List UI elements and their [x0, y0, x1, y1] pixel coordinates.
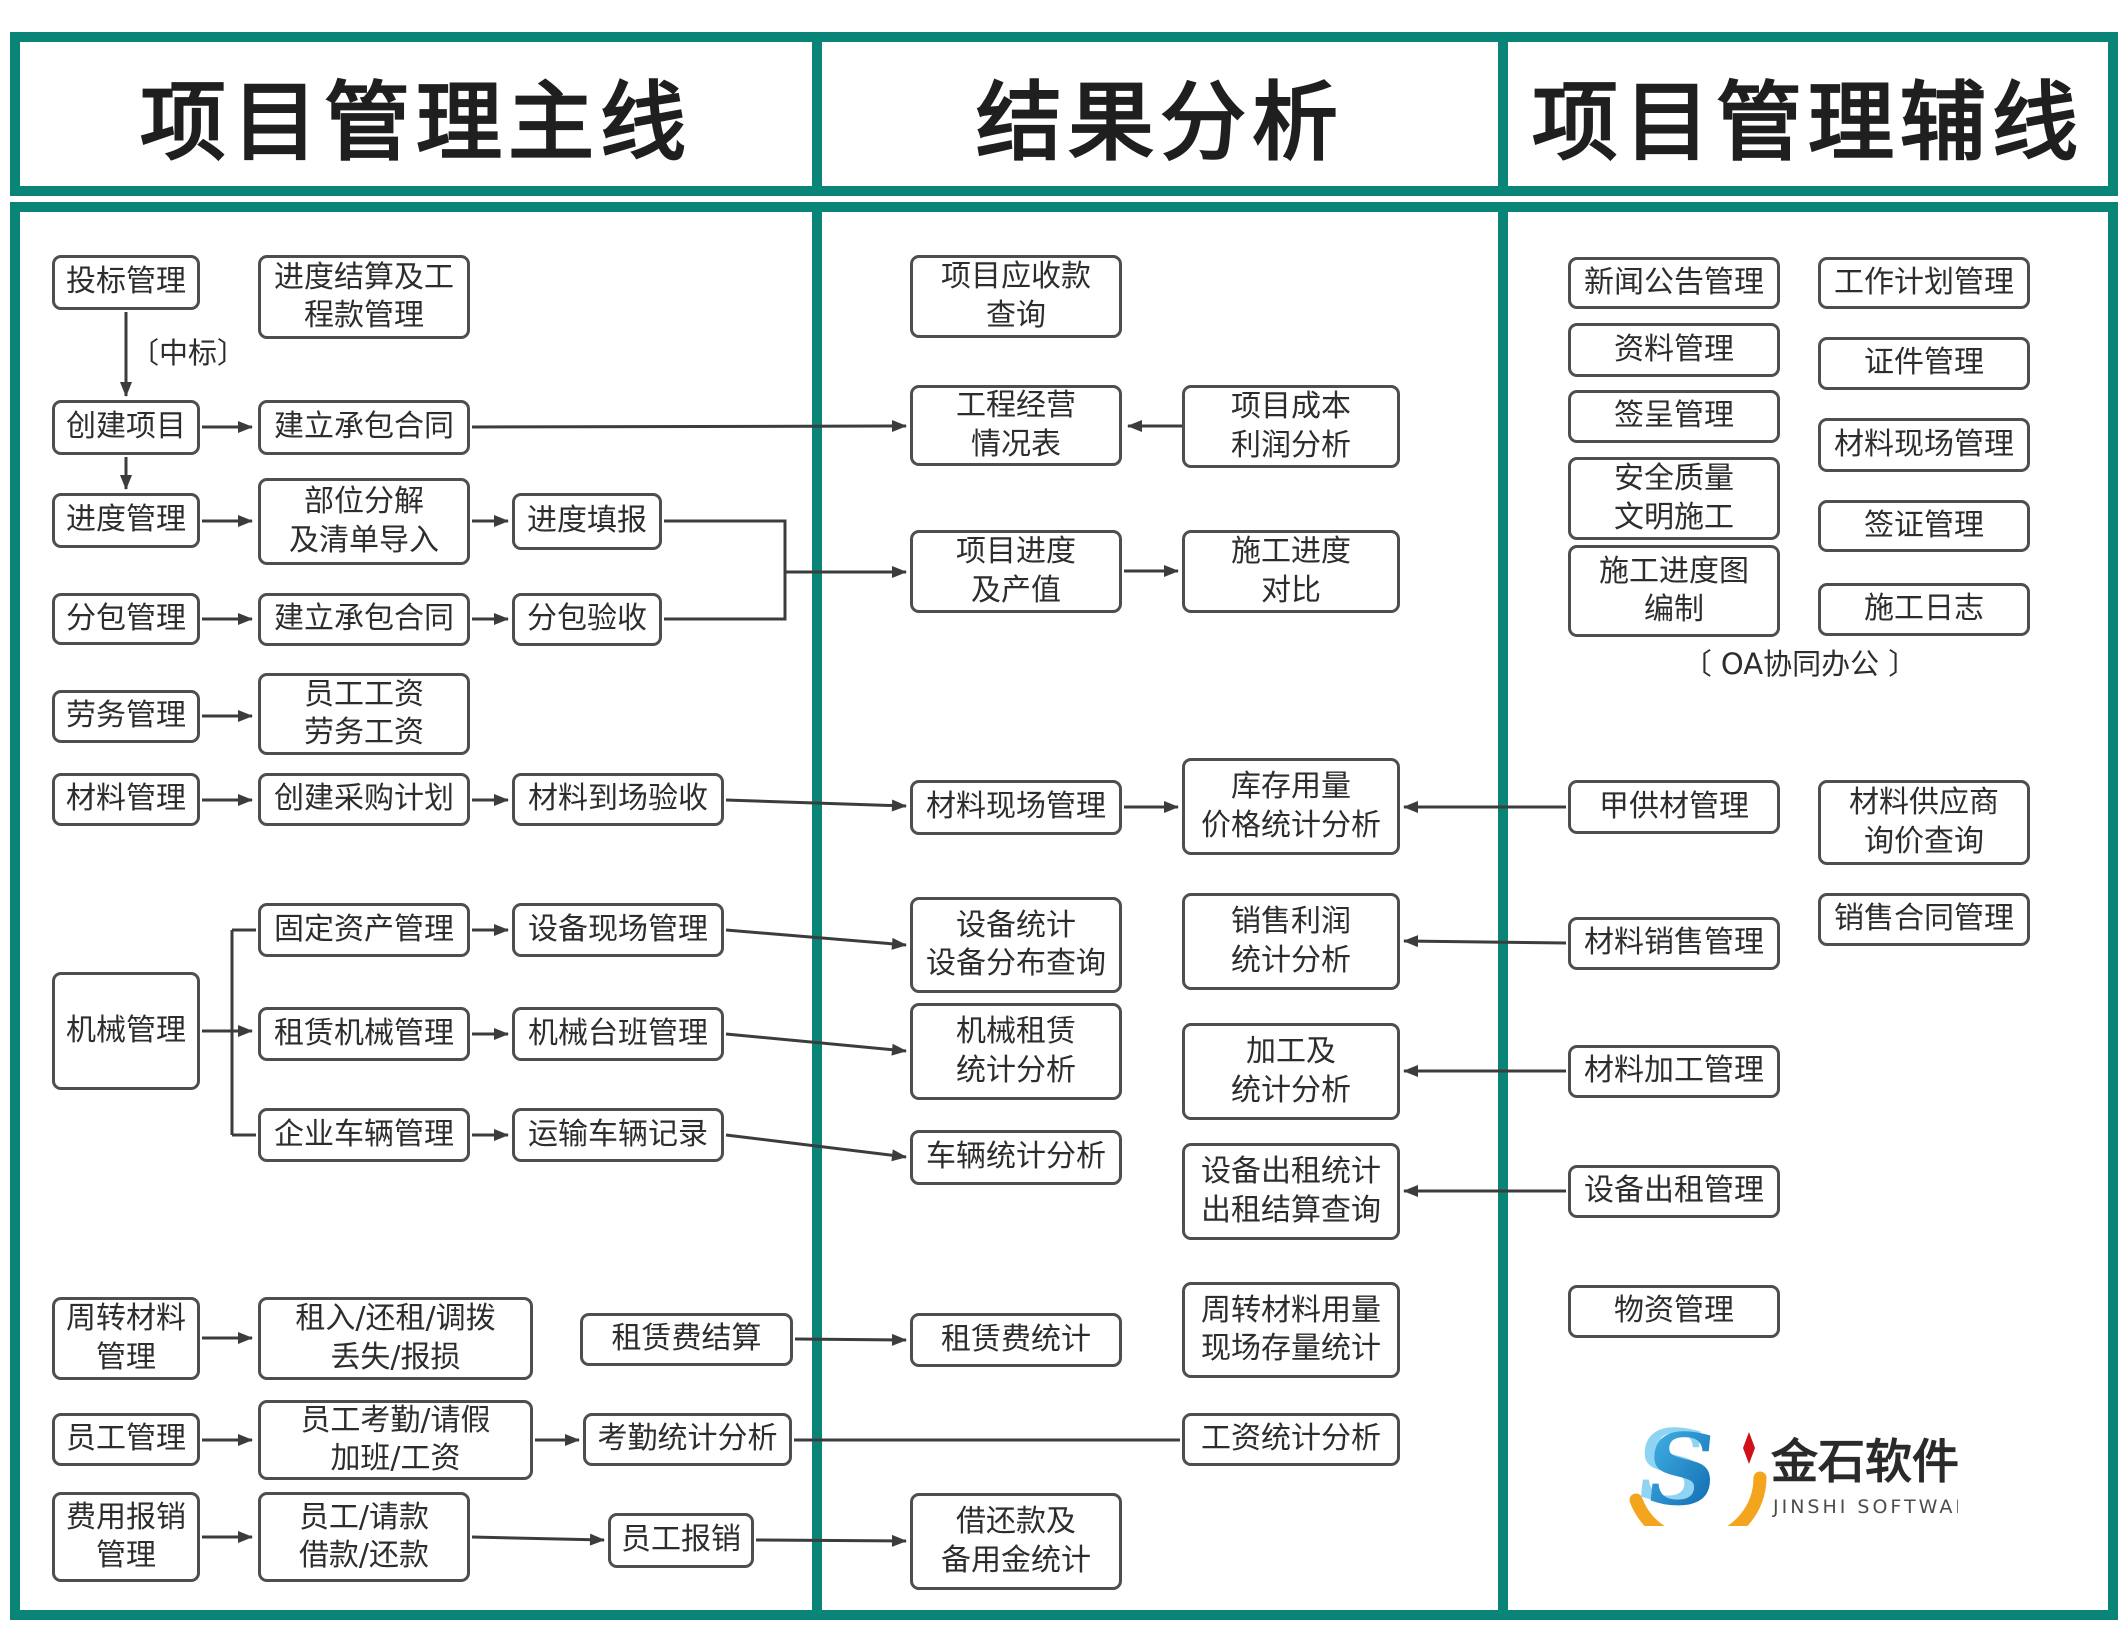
header-title-result-analysis: 结果分析	[976, 71, 1344, 173]
svg-text:S: S	[1640, 1416, 1723, 1526]
flow-node-rental-fee-settlement: 租赁费结算	[580, 1313, 793, 1366]
jinshi-logo: S S 金石软件 JINSHI SOFTWARE	[1629, 1416, 1958, 1526]
flow-node-owner-supplied-material: 甲供材管理	[1568, 780, 1780, 834]
flow-node-material-processing-management: 材料加工管理	[1568, 1045, 1780, 1098]
flow-node-equipment-rental-stat-query: 设备出租统计 出租结算查询	[1182, 1143, 1400, 1240]
flow-node-create-subcontract: 建立承包合同	[258, 593, 470, 646]
header-title-aux-line: 项目管理辅线	[1532, 71, 2084, 173]
flow-node-material-arrival-acceptance: 材料到场验收	[512, 773, 724, 826]
flow-node-rent-return-transfer-loss: 租入/还租/调拨 丢失/报损	[258, 1297, 533, 1380]
flow-node-progress-settlement: 进度结算及工 程款管理	[258, 255, 470, 339]
flow-node-equipment-stat-distribution: 设备统计 设备分布查询	[910, 897, 1122, 993]
flow-label-win-bid: 〔中标〕	[130, 336, 247, 370]
flow-node-sales-profit-stat: 销售利润 统计分析	[1182, 893, 1400, 990]
flow-node-material-management: 材料管理	[52, 773, 200, 826]
flow-node-machine-shift-management: 机械台班管理	[512, 1007, 724, 1061]
flow-node-progress-report: 进度填报	[512, 493, 662, 550]
flow-node-certificate-management: 证件管理	[1818, 337, 2030, 390]
flow-node-company-vehicle-management: 企业车辆管理	[258, 1108, 470, 1162]
flow-node-inventory-usage-price-stat: 库存用量 价格统计分析	[1182, 758, 1400, 855]
flow-node-subcontract-acceptance: 分包验收	[512, 593, 662, 646]
flow-node-construction-schedule-chart: 施工进度图 编制	[1568, 545, 1780, 637]
flow-node-equipment-rental-management: 设备出租管理	[1568, 1165, 1780, 1218]
flow-node-rental-machinery-management: 租赁机械管理	[258, 1007, 470, 1061]
flow-node-material-site-management-aux: 材料现场管理	[1818, 418, 2030, 472]
header-panel-aux-line: 项目管理辅线	[1498, 32, 2118, 196]
flow-node-equipment-site-management: 设备现场管理	[512, 903, 724, 957]
flow-node-goods-management: 物资管理	[1568, 1285, 1780, 1338]
jinshi-logo-icon: S S	[1629, 1416, 1767, 1526]
flow-node-construction-progress-compare: 施工进度 对比	[1182, 530, 1400, 613]
flow-node-material-sales-management: 材料销售管理	[1568, 917, 1780, 970]
flow-node-transport-vehicle-record: 运输车辆记录	[512, 1108, 724, 1162]
logo-company-name: 金石软件	[1770, 1435, 1958, 1490]
flow-node-labor-management: 劳务管理	[52, 690, 200, 743]
flow-node-project-cost-profit: 项目成本 利润分析	[1182, 385, 1400, 468]
flow-node-project-progress-output: 项目进度 及产值	[910, 530, 1122, 613]
flow-node-machinery-management: 机械管理	[52, 972, 200, 1090]
flow-node-salary-stat: 工资统计分析	[1182, 1413, 1400, 1466]
flow-node-construction-log: 施工日志	[1818, 583, 2030, 636]
flow-node-create-purchase-plan: 创建采购计划	[258, 773, 470, 826]
flow-node-material-site-management-result: 材料现场管理	[910, 780, 1122, 835]
logo-company-subtitle: JINSHI SOFTWARE	[1772, 1496, 1958, 1518]
flow-node-attendance-leave-overtime: 员工考勤/请假 加班/工资	[258, 1400, 533, 1480]
flow-node-turnover-material-management: 周转材料 管理	[52, 1297, 200, 1380]
flow-node-work-plan-management: 工作计划管理	[1818, 257, 2030, 309]
flow-node-progress-management: 进度管理	[52, 493, 200, 548]
flow-node-rental-fee-stat: 租赁费统计	[910, 1313, 1122, 1367]
header-panel-main-line: 项目管理主线	[10, 32, 822, 196]
svg-text:S: S	[1631, 1416, 1714, 1524]
flow-node-employee-management: 员工管理	[52, 1413, 200, 1466]
flow-node-employee-reimbursement: 员工报销	[608, 1513, 754, 1568]
header-title-main-line: 项目管理主线	[140, 71, 692, 173]
flow-node-safety-quality-civilized: 安全质量 文明施工	[1568, 457, 1780, 540]
flow-node-project-receivable-query: 项目应收款 查询	[910, 255, 1122, 338]
flow-node-part-breakdown-import: 部位分解 及清单导入	[258, 478, 470, 565]
flow-node-employee-labor-wages: 员工工资 劳务工资	[258, 673, 470, 755]
flow-node-attendance-statistics: 考勤统计分析	[583, 1413, 792, 1466]
flow-node-processing-stat: 加工及 统计分析	[1182, 1023, 1400, 1120]
flow-node-sales-contract-management: 销售合同管理	[1818, 893, 2030, 946]
flow-label-oa-office: 〔 OA协同办公 〕	[1682, 647, 1918, 681]
flow-node-create-contract: 建立承包合同	[258, 400, 470, 455]
flow-node-turnover-usage-stock-stat: 周转材料用量 现场存量统计	[1182, 1282, 1400, 1378]
flow-node-subcontract-management: 分包管理	[52, 593, 200, 645]
flow-node-create-project: 创建项目	[52, 400, 200, 455]
flow-node-document-management: 资料管理	[1568, 323, 1780, 377]
flow-node-supplier-price-inquiry: 材料供应商 询价查询	[1818, 780, 2030, 865]
flow-node-visa-management: 签证管理	[1818, 500, 2030, 552]
flow-node-fixed-asset-management: 固定资产管理	[258, 903, 470, 957]
flow-node-approval-management: 签呈管理	[1568, 390, 1780, 443]
flow-node-project-operation-table: 工程经营 情况表	[910, 385, 1122, 466]
flow-node-machinery-rental-stat: 机械租赁 统计分析	[910, 1003, 1122, 1100]
header-panel-result-analysis: 结果分析	[812, 32, 1508, 196]
flow-node-employee-loan-repay: 员工/请款 借款/还款	[258, 1492, 470, 1582]
flow-node-loan-reserve-stat: 借还款及 备用金统计	[910, 1493, 1122, 1590]
flow-node-expense-reimburse-management: 费用报销 管理	[52, 1492, 200, 1582]
flow-node-vehicle-stat: 车辆统计分析	[910, 1130, 1122, 1185]
flow-node-bid-management: 投标管理	[52, 255, 200, 310]
flow-node-news-announcement: 新闻公告管理	[1568, 257, 1780, 309]
